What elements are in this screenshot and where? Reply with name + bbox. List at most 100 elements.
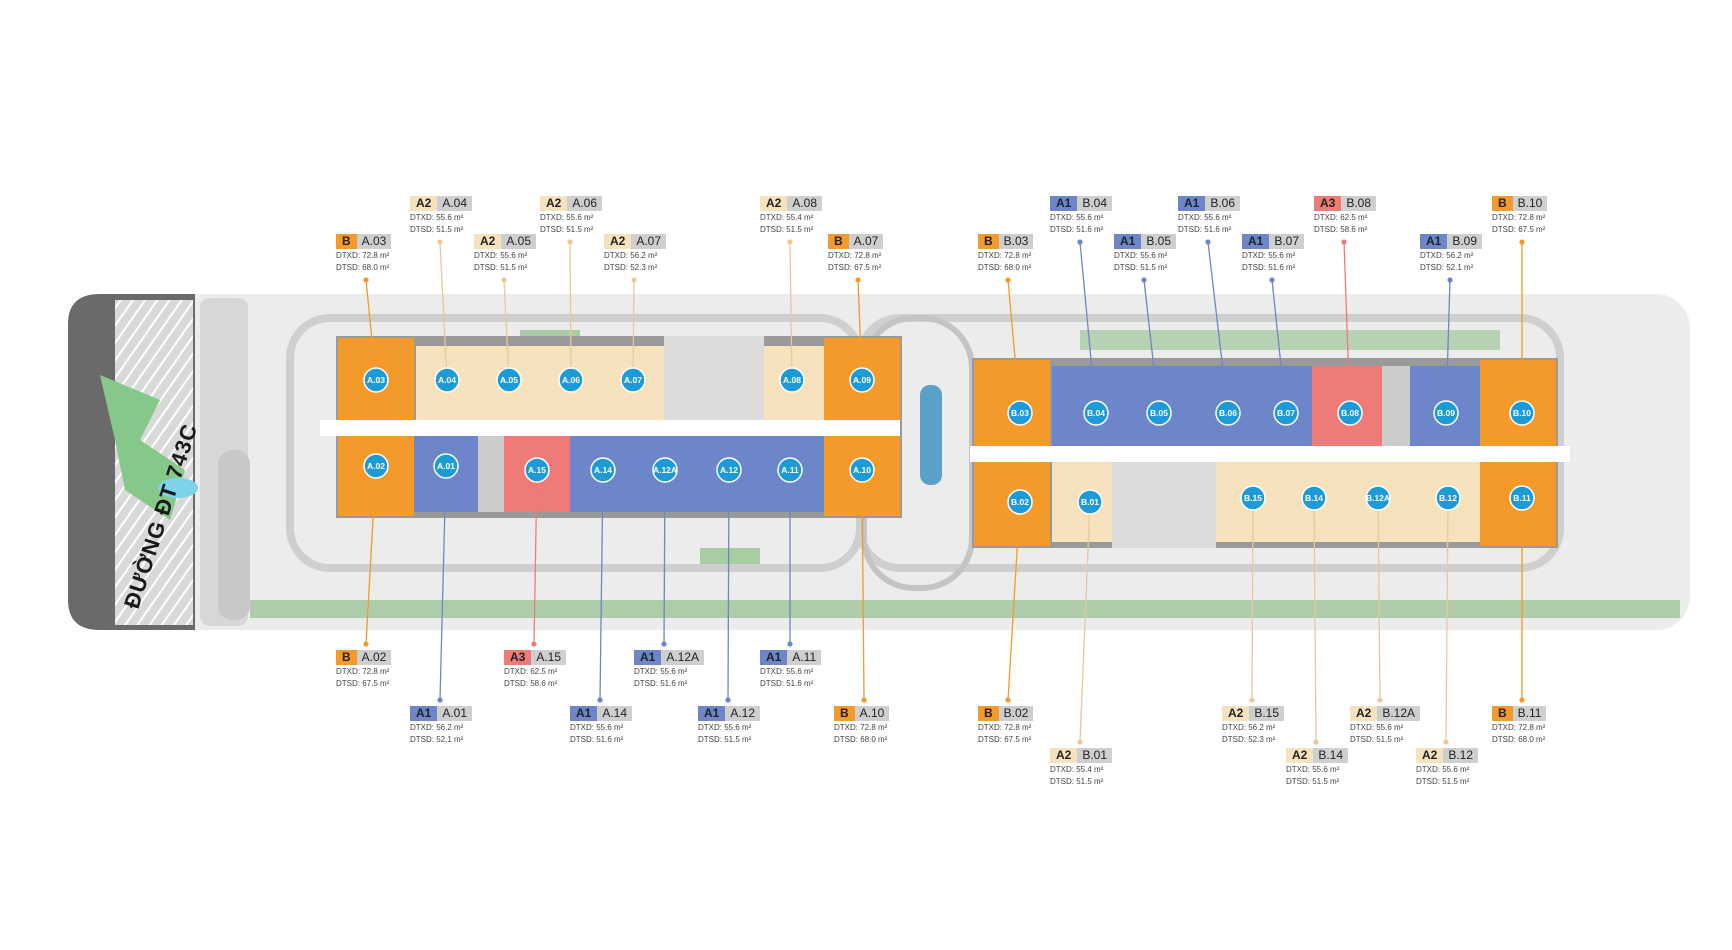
unit-marker-label-B.10: B.10 (1513, 408, 1531, 418)
unit-marker-B.01[interactable] (1077, 489, 1103, 515)
unit-code-tag: B.01 (1077, 748, 1113, 763)
unit-type-tag: A1 (760, 650, 788, 665)
unit-dtxd: DTXD: 55.6 m² (698, 723, 752, 732)
unit-marker-B.08[interactable] (1337, 400, 1363, 426)
core-b (1112, 462, 1216, 548)
unit-B.03[interactable] (974, 360, 1050, 446)
unit-marker-A.11[interactable] (777, 457, 803, 483)
unit-dtxd: DTXD: 72.8 m² (834, 723, 888, 732)
unit-marker-A.14[interactable] (590, 457, 616, 483)
unit-marker-label-B.02: B.02 (1011, 497, 1029, 507)
unit-code-tag: A.02 (356, 650, 392, 665)
leader-dot-B.12A (1377, 697, 1383, 703)
corridor-a (320, 420, 900, 436)
unit-marker-B.04[interactable] (1083, 400, 1109, 426)
unit-marker-B.02[interactable] (1007, 489, 1033, 515)
unit-marker-A.10[interactable] (849, 457, 875, 483)
unit-marker-A.15[interactable] (524, 457, 550, 483)
unit-marker-A.04[interactable] (434, 367, 460, 393)
unit-dtxd: DTXD: 72.8 m² (978, 723, 1032, 732)
unit-marker-A.03[interactable] (363, 367, 389, 393)
unit-marker-B.15[interactable] (1240, 485, 1266, 511)
unit-dtxd: DTXD: 55.4 m² (760, 213, 814, 222)
leader-dot-A.05 (501, 277, 507, 283)
leader-line-B.05 (1143, 279, 1160, 414)
unit-marker-A.01[interactable] (433, 453, 459, 479)
unit-marker-A.05[interactable] (496, 367, 522, 393)
unit-marker-B.07[interactable] (1273, 400, 1299, 426)
unit-code-tag: B.05 (1141, 234, 1177, 249)
leader-line-A.06 (569, 241, 572, 381)
unit-marker-A.12[interactable] (716, 457, 742, 483)
unit-B.04[interactable] (1052, 366, 1118, 446)
unit-marker-label-B.01: B.01 (1081, 497, 1099, 507)
unit-marker-B.12A[interactable] (1365, 485, 1391, 511)
leader-dot-A.07 (631, 277, 637, 283)
unit-code-tag: B.04 (1077, 196, 1113, 211)
unit-type-tag: B (1492, 196, 1513, 211)
leader-dot-B.14 (1313, 739, 1319, 745)
unit-marker-A.06[interactable] (558, 367, 584, 393)
unit-dtxd: DTXD: 72.8 m² (336, 667, 390, 676)
unit-marker-A.09[interactable] (849, 367, 875, 393)
unit-dtxd: DTXD: 55.6 m² (1350, 723, 1404, 732)
unit-dtxd: DTXD: 55.4 m² (1050, 765, 1104, 774)
canal (920, 385, 942, 485)
unit-dtsd: DTSD: 51.5 m² (474, 263, 528, 272)
unit-marker-label-A.04: A.04 (438, 375, 456, 385)
unit-marker-A.02[interactable] (363, 453, 389, 479)
leader-line-B.01 (1079, 501, 1091, 743)
unit-type-tag: B (828, 234, 849, 249)
unit-dtsd: DTSD: 51.5 m² (1350, 735, 1404, 744)
unit-dtsd: DTSD: 67.5 m² (978, 735, 1032, 744)
unit-dtxd: DTXD: 56.2 m² (604, 251, 658, 260)
unit-marker-B.06[interactable] (1215, 400, 1241, 426)
unit-type-tag: A2 (1222, 706, 1250, 721)
leader-line-A.04 (439, 241, 448, 381)
unit-B.06[interactable] (1184, 366, 1250, 446)
leader-dot-A.04 (437, 239, 443, 245)
unit-marker-B.12[interactable] (1435, 485, 1461, 511)
unit-dtsd: DTSD: 67.5 m² (1492, 225, 1546, 234)
unit-dtxd: DTXD: 72.8 m² (1492, 213, 1546, 222)
unit-marker-B.09[interactable] (1433, 400, 1459, 426)
unit-marker-A.08[interactable] (779, 367, 805, 393)
unit-dtsd: DTSD: 51.6 m² (760, 679, 814, 688)
leader-line-B.07 (1271, 279, 1287, 414)
unit-marker-B.11[interactable] (1509, 485, 1535, 511)
unit-marker-A.07[interactable] (620, 367, 646, 393)
unit-marker-B.05[interactable] (1146, 400, 1172, 426)
unit-dtsd: DTSD: 51.5 m² (698, 735, 752, 744)
unit-type-tag: B (336, 650, 357, 665)
unit-marker-B.14[interactable] (1301, 485, 1327, 511)
unit-marker-A.12A[interactable] (652, 457, 678, 483)
unit-code-tag: B.03 (998, 234, 1034, 249)
unit-type-tag: A2 (540, 196, 568, 211)
leader-lines (363, 239, 1525, 745)
unit-dtxd: DTXD: 55.6 m² (1416, 765, 1470, 774)
unit-marker-B.03[interactable] (1007, 400, 1033, 426)
unit-dtxd: DTXD: 55.6 m² (634, 667, 688, 676)
unit-code-tag: A.03 (356, 234, 392, 249)
unit-type-tag: B (978, 234, 999, 249)
unit-marker-B.10[interactable] (1509, 400, 1535, 426)
unit-dtsd: DTSD: 58.6 m² (1314, 225, 1368, 234)
